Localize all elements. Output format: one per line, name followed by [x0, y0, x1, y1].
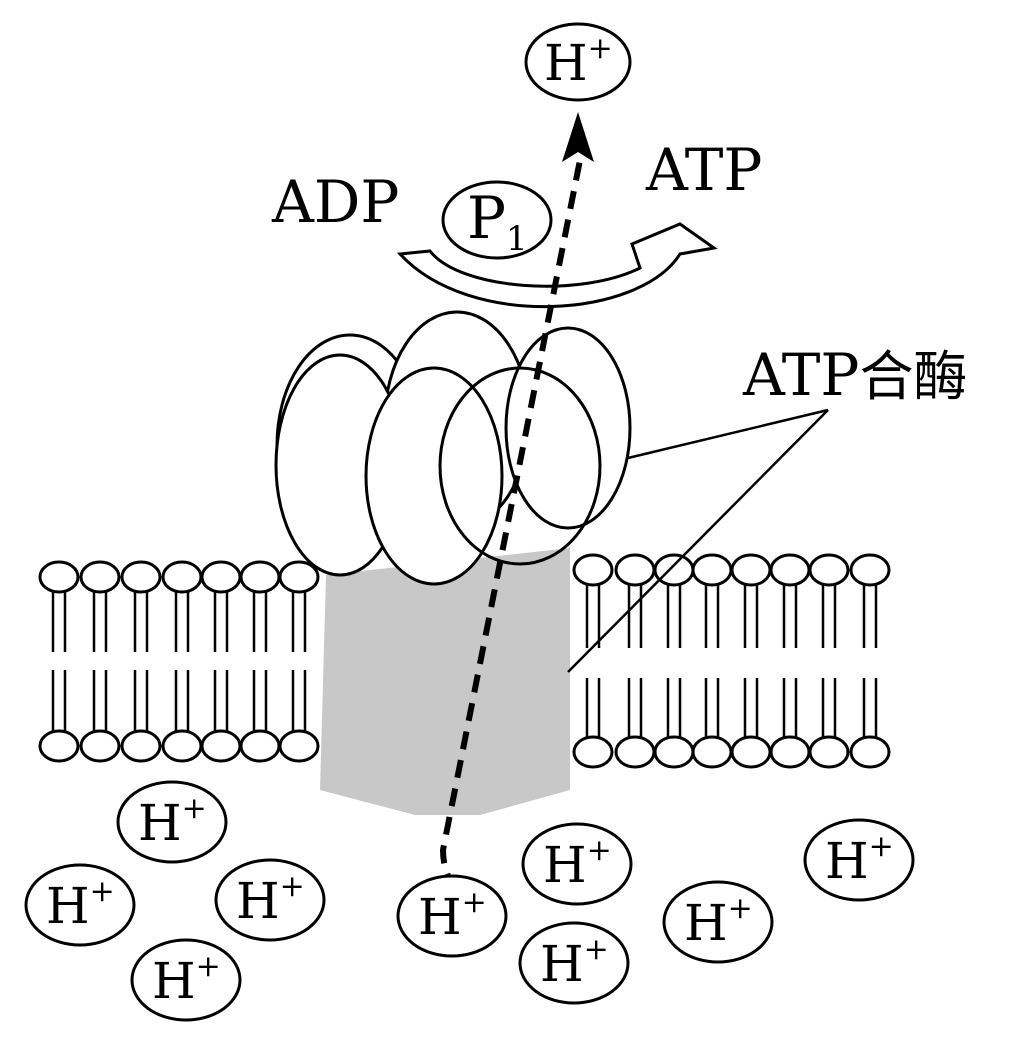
- h-plus-ion: H+: [524, 22, 632, 102]
- h-plus-ion: H+: [214, 858, 326, 942]
- h-plus-ion: H+: [803, 818, 915, 902]
- pi-ellipse: [441, 180, 553, 260]
- ion-symbol: H: [46, 877, 90, 935]
- ion-label: H+: [138, 791, 207, 852]
- lipid-head-top: [614, 553, 656, 587]
- ion-label: H+: [684, 891, 753, 952]
- ion-symbol: H: [543, 836, 587, 894]
- ion-ellipse: [521, 822, 633, 906]
- ion-symbol: H: [138, 794, 182, 852]
- ion-ellipse: [524, 22, 632, 102]
- lipid-head-top: [730, 553, 772, 587]
- ion-symbol: H: [540, 935, 584, 993]
- f0-stalk: [320, 548, 570, 815]
- lipid-bilayer-right: [572, 553, 891, 769]
- lipid-head-bottom: [161, 729, 203, 763]
- f1-subunit-right: [438, 366, 602, 566]
- lipid-head-top: [79, 560, 121, 594]
- h-plus-ion: H+: [662, 880, 774, 964]
- lipid-head-bottom: [38, 729, 80, 763]
- lipid-head-top: [691, 553, 733, 587]
- ion-charge: +: [90, 874, 115, 909]
- ion-symbol: H: [544, 34, 588, 92]
- ion-ellipse: [396, 874, 508, 958]
- lipid-head-top: [161, 560, 203, 594]
- ion-charge: +: [587, 833, 612, 868]
- ion-charge: +: [196, 949, 221, 984]
- phosphate-pi: P1: [441, 180, 553, 260]
- proton-path-arrowhead: [562, 112, 594, 162]
- ion-charge: +: [728, 891, 753, 926]
- h-plus-ion: H+: [396, 874, 508, 958]
- lipid-head-bottom: [200, 729, 242, 763]
- lipid-head-bottom: [691, 735, 733, 769]
- lipid-head-top: [278, 560, 320, 594]
- ion-ellipse: [130, 938, 242, 1022]
- ion-ellipse: [24, 863, 136, 947]
- lipid-head-bottom: [808, 735, 850, 769]
- h-plus-ion: H+: [518, 921, 630, 1005]
- atp-label: ATP: [645, 136, 762, 204]
- ion-ellipse: [214, 858, 326, 942]
- ion-label: H+: [825, 829, 894, 890]
- ion-ellipse: [116, 780, 228, 864]
- lipid-head-bottom: [653, 735, 695, 769]
- f1-subunit-front: [364, 366, 504, 586]
- ion-label: H+: [236, 869, 305, 930]
- lipid-head-top: [120, 560, 162, 594]
- ion-charge: +: [588, 31, 613, 66]
- ion-label: H+: [46, 874, 115, 935]
- ion-label: H+: [540, 932, 609, 993]
- h-plus-ion: H+: [24, 863, 136, 947]
- lipid-head-bottom: [278, 729, 320, 763]
- enzyme-label: ATP合酶: [742, 341, 967, 409]
- f1-head: [274, 310, 632, 586]
- lipid-head-bottom: [239, 729, 281, 763]
- lipid-head-bottom: [572, 735, 614, 769]
- ion-symbol: H: [236, 872, 280, 930]
- ion-charge: +: [280, 869, 305, 904]
- h-plus-ion: H+: [521, 822, 633, 906]
- h-plus-ion: H+: [130, 938, 242, 1022]
- lipid-head-bottom: [614, 735, 656, 769]
- leader-line-to-stalk: [567, 409, 829, 673]
- ion-label: H+: [543, 833, 612, 894]
- lipid-head-bottom: [79, 729, 121, 763]
- ion-label: H+: [544, 31, 613, 92]
- lipid-head-top: [849, 553, 891, 587]
- lipid-head-top: [808, 553, 850, 587]
- ion-charge: +: [584, 932, 609, 967]
- ion-label: H+: [418, 885, 487, 946]
- lipid-head-top: [653, 553, 695, 587]
- ion-charge: +: [869, 829, 894, 864]
- h-plus-ion: H+: [116, 780, 228, 864]
- lipid-bilayer-left: [38, 560, 320, 763]
- lipid-head-bottom: [120, 729, 162, 763]
- ion-label: H+: [152, 949, 221, 1010]
- ion-symbol: H: [418, 888, 462, 946]
- lipid-head-bottom: [730, 735, 772, 769]
- ion-ellipse: [662, 880, 774, 964]
- pi-label: P1: [467, 184, 528, 259]
- lipid-head-top: [769, 553, 811, 587]
- lipid-head-top: [200, 560, 242, 594]
- ion-charge: +: [462, 885, 487, 920]
- ion-charge: +: [182, 791, 207, 826]
- ion-ellipse: [518, 921, 630, 1005]
- ion-ellipse: [803, 818, 915, 902]
- rotation-arrow: [396, 222, 718, 309]
- leader-line-to-head: [627, 408, 829, 460]
- adp-label: ADP: [271, 168, 399, 236]
- ion-symbol: H: [825, 832, 869, 890]
- lipid-head-top: [572, 553, 614, 587]
- lipid-head-bottom: [849, 735, 891, 769]
- lipid-head-top: [38, 560, 80, 594]
- ion-symbol: H: [152, 952, 196, 1010]
- proton-ions: H+H+H+H+H+H+H+H+H+H+: [24, 22, 915, 1022]
- ion-symbol: H: [684, 894, 728, 952]
- lipid-head-bottom: [769, 735, 811, 769]
- lipid-head-top: [239, 560, 281, 594]
